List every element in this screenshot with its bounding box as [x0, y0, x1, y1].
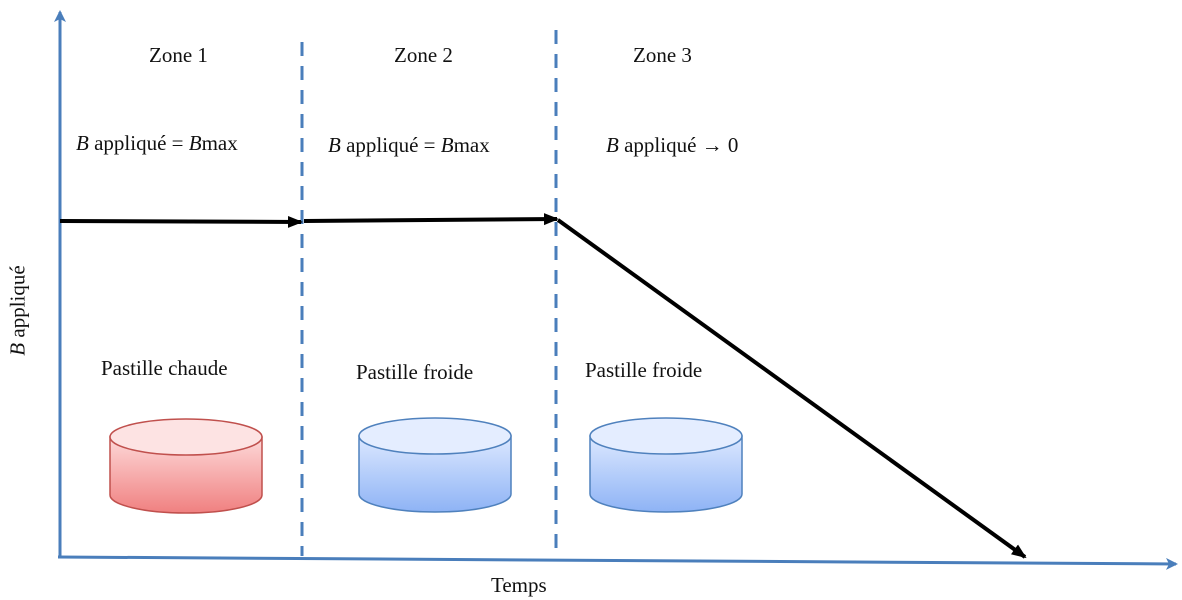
zone-3-condition: B appliqué → 0 — [606, 133, 739, 157]
zone-3-title: Zone 3 — [633, 43, 692, 67]
zone-2-pellet-label: Pastille froide — [356, 360, 474, 384]
x-axis-label: Temps — [491, 573, 547, 597]
zone-2-condition: B appliqué = Bmax — [328, 133, 490, 157]
pellet-cold-zone-3 — [589, 417, 743, 513]
zone-1-title: Zone 1 — [149, 43, 208, 67]
zone-2-title: Zone 2 — [394, 43, 453, 67]
zone-1-pellet-label: Pastille chaude — [101, 356, 228, 380]
field-segment-zone-1 — [59, 215, 303, 228]
pellet-cold-zone-2 — [358, 417, 512, 513]
y-axis-label: B appliqué — [5, 265, 30, 356]
zone-3-pellet-label: Pastille froide — [585, 358, 703, 382]
field-segment-zone-2 — [303, 213, 559, 226]
pellet-hot-zone-1 — [109, 418, 263, 514]
x-axis — [57, 555, 1178, 570]
zone-1-condition: B appliqué = Bmax — [76, 131, 238, 155]
field-segment-zone-3 — [556, 218, 1027, 559]
